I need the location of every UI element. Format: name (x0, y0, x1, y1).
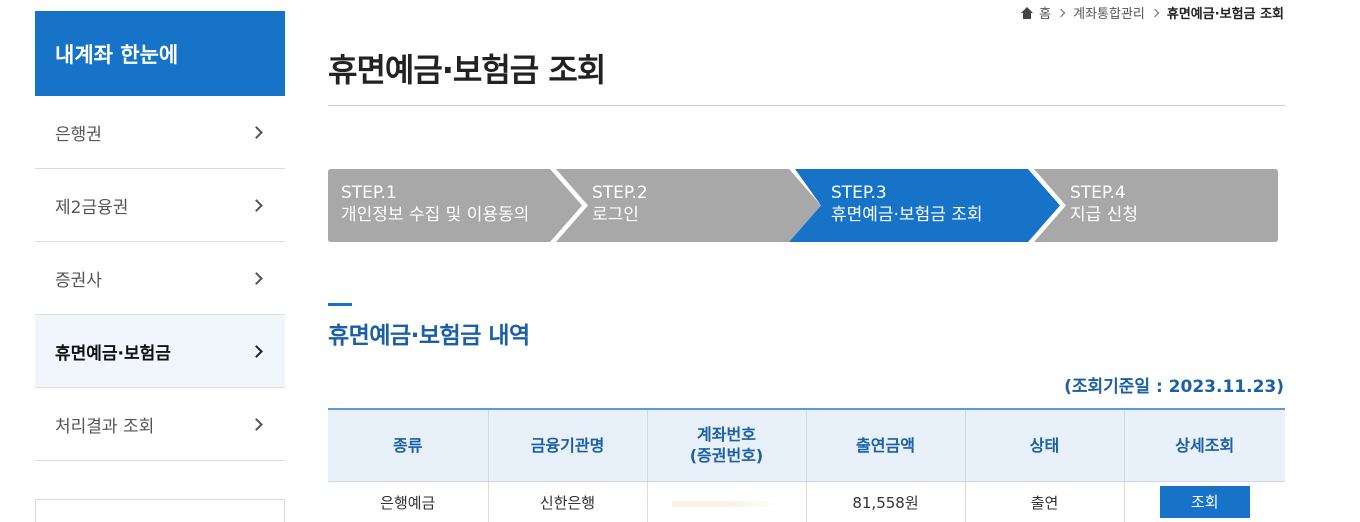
chevron-right-icon (250, 198, 263, 212)
masked-account-number (671, 501, 782, 507)
cell-account (646, 481, 806, 522)
step-1-shape (328, 169, 582, 242)
col-header-account-line1: 계좌번호 (697, 425, 756, 445)
table-header-row: 종류 금융기관명 계좌번호 (증권번호) 출연금액 상태 상세조회 (328, 408, 1285, 482)
step-label: 개인정보 수집 및 이용동의 (341, 205, 530, 225)
step-number: STEP.2 (592, 183, 648, 203)
step-arrows-graphic (328, 169, 1278, 242)
cell-institution: 신한은행 (487, 481, 647, 522)
table-row: 은행예금 신한은행 81,558원 출연 조회 (328, 481, 1285, 522)
col-header-amount: 출연금액 (805, 408, 965, 482)
step-2: STEP.2 로그인 (592, 169, 648, 242)
sidebar-item-label: 증권사 (55, 270, 102, 291)
col-header-account-line2: (증권번호) (689, 446, 764, 466)
step-number: STEP.4 (1070, 183, 1126, 203)
chevron-right-icon (250, 344, 263, 358)
col-header-type: 종류 (328, 408, 488, 482)
sidebar-item-label: 처리결과 조회 (55, 416, 155, 437)
sidebar-item-dormant-deposits[interactable]: 휴면예금·보험금 (35, 315, 285, 388)
step-3-shape (789, 169, 1060, 242)
sidebar-item-secondary-finance[interactable]: 제2금융권 (35, 169, 285, 242)
home-icon[interactable] (1020, 6, 1034, 19)
cell-detail: 조회 (1123, 481, 1285, 522)
step-indicator: STEP.1 개인정보 수집 및 이용동의 STEP.2 로그인 STEP.3 … (328, 169, 1278, 242)
breadcrumb: 홈 계좌통합관리 휴면예금·보험금 조회 (1020, 3, 1284, 22)
col-header-institution: 금융기관명 (487, 408, 647, 482)
step-2-shape (556, 169, 821, 242)
step-4-shape (1034, 169, 1278, 242)
chevron-right-icon (250, 125, 263, 139)
title-divider (328, 105, 1285, 106)
dormant-deposit-table: 종류 금융기관명 계좌번호 (증권번호) 출연금액 상태 상세조회 은행예금 신… (328, 408, 1285, 522)
step-number: STEP.3 (831, 183, 887, 203)
sidebar-item-bank[interactable]: 은행권 (35, 96, 285, 169)
col-header-account: 계좌번호 (증권번호) (646, 408, 806, 482)
reference-date: (조회기준일 : 2023.11.23) (1064, 377, 1284, 397)
page-title: 휴면예금·보험금 조회 (328, 51, 606, 89)
sidebar-item-securities[interactable]: 증권사 (35, 242, 285, 315)
step-1: STEP.1 개인정보 수집 및 이용동의 (341, 169, 529, 242)
step-label: 로그인 (592, 205, 639, 225)
cell-status: 출연 (964, 481, 1124, 522)
sidebar-item-label: 은행권 (55, 124, 102, 145)
sidebar-title: 내계좌 한눈에 (35, 11, 285, 96)
cell-type: 은행예금 (328, 481, 488, 522)
col-header-detail: 상세조회 (1123, 408, 1285, 482)
step-label: 지급 신청 (1070, 205, 1138, 225)
step-label: 휴면예금·보험금 조회 (831, 205, 983, 225)
sidebar-item-process-results[interactable]: 처리결과 조회 (35, 388, 285, 461)
view-detail-button[interactable]: 조회 (1159, 486, 1250, 518)
step-3: STEP.3 휴면예금·보험금 조회 (831, 169, 983, 242)
col-header-status: 상태 (964, 408, 1124, 482)
sidebar-banner-box (35, 499, 285, 522)
breadcrumb-level1[interactable]: 계좌통합관리 (1073, 7, 1145, 22)
chevron-right-icon (1150, 8, 1160, 17)
breadcrumb-home[interactable]: 홈 (1039, 7, 1052, 22)
section-accent-bar (328, 303, 352, 306)
chevron-right-icon (250, 417, 263, 431)
sidebar: 내계좌 한눈에 은행권 제2금융권 증권사 휴면예금·보험금 처리결과 조회 (35, 11, 285, 522)
sidebar-item-label: 휴면예금·보험금 (55, 343, 171, 364)
breadcrumb-current: 휴면예금·보험금 조회 (1166, 7, 1284, 22)
sidebar-item-label: 제2금융권 (55, 197, 129, 218)
chevron-right-icon (1056, 8, 1066, 17)
cell-amount: 81,558원 (805, 481, 965, 522)
step-4: STEP.4 지급 신청 (1070, 169, 1138, 242)
step-number: STEP.1 (341, 183, 397, 203)
section-title: 휴면예금·보험금 내역 (328, 323, 530, 349)
chevron-right-icon (250, 271, 263, 285)
